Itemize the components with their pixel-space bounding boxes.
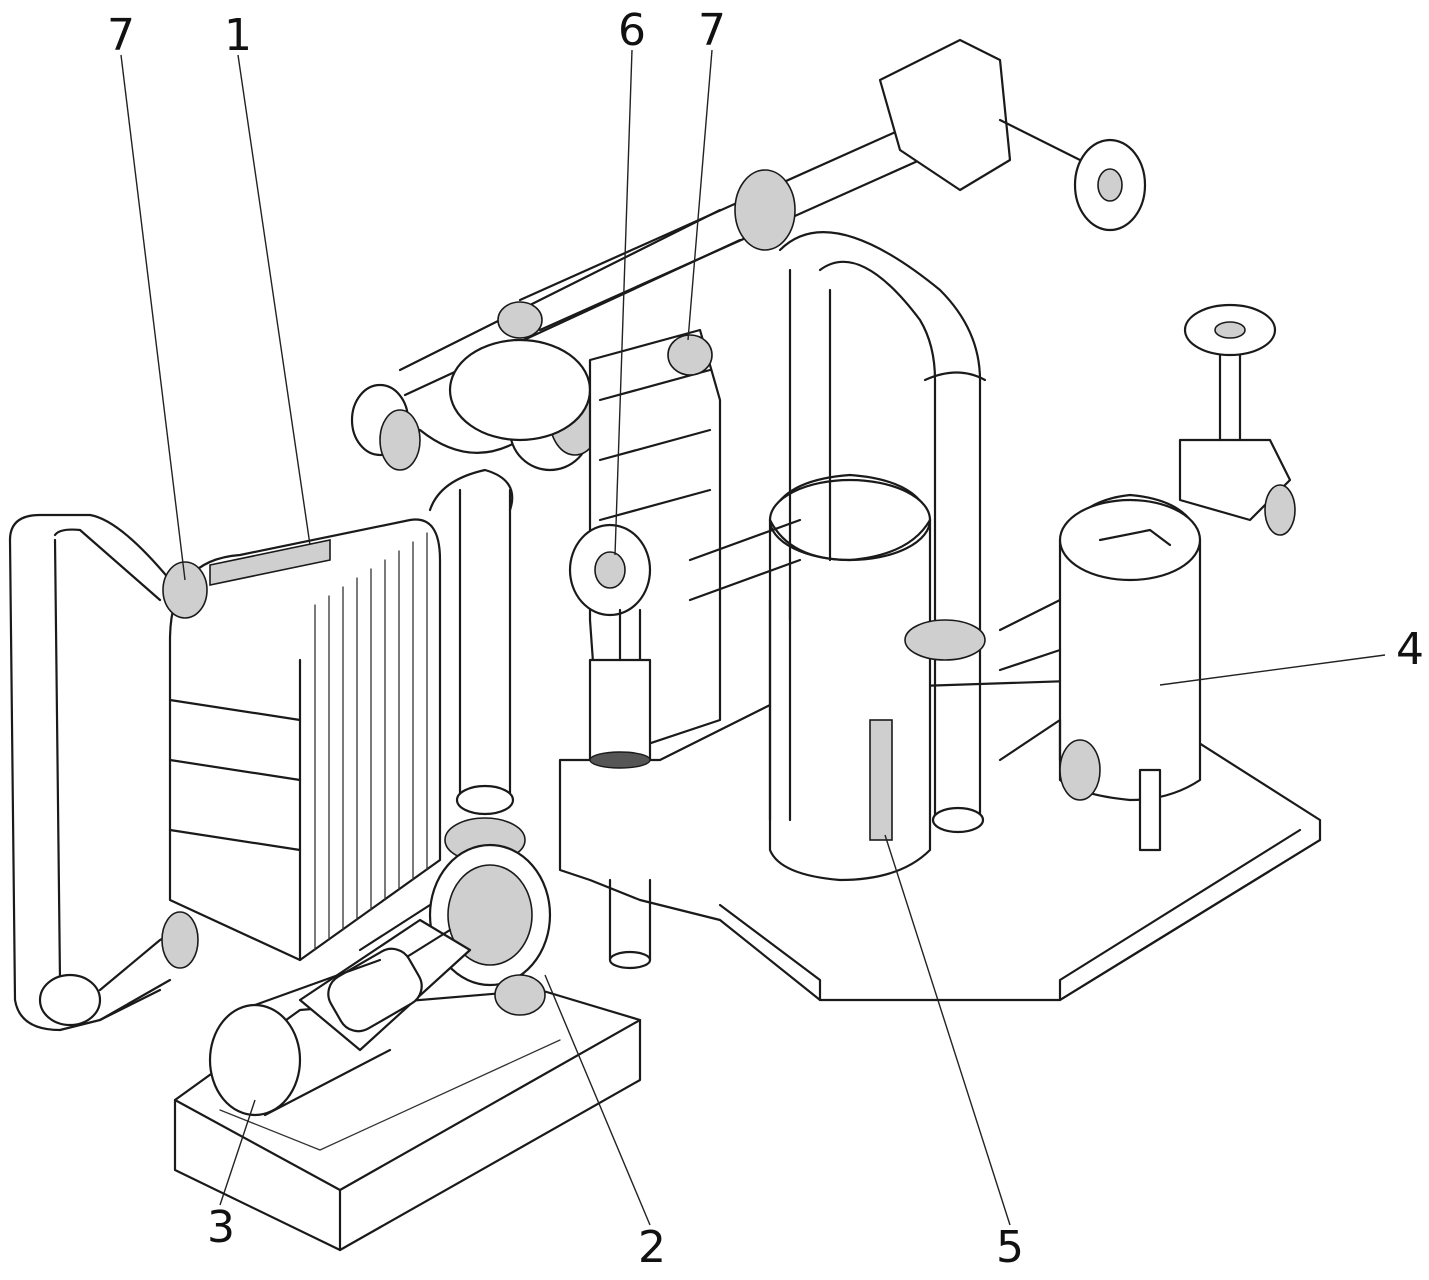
leader-lines (120, 49, 1386, 1226)
callout-5: 5 (996, 1222, 1024, 1273)
left-loop-pipe (8, 513, 208, 1032)
callout-4: 4 (1396, 624, 1424, 675)
callout-1: 1 (224, 10, 252, 61)
control-valve-assembly (568, 328, 802, 970)
callout-2: 2 (638, 1222, 666, 1273)
center-vertical-pipe (428, 468, 526, 863)
upper-piping (350, 38, 1147, 472)
callout-6: 6 (618, 5, 646, 56)
return-pipe (778, 231, 987, 834)
separator-tank (768, 473, 932, 882)
callout-7-left: 7 (107, 10, 135, 61)
callout-3: 3 (207, 1202, 235, 1253)
callout-7-right: 7 (698, 5, 726, 56)
pump-and-motor (208, 843, 552, 1117)
plate-heat-exchanger (168, 518, 442, 962)
filter-tank (998, 303, 1296, 852)
